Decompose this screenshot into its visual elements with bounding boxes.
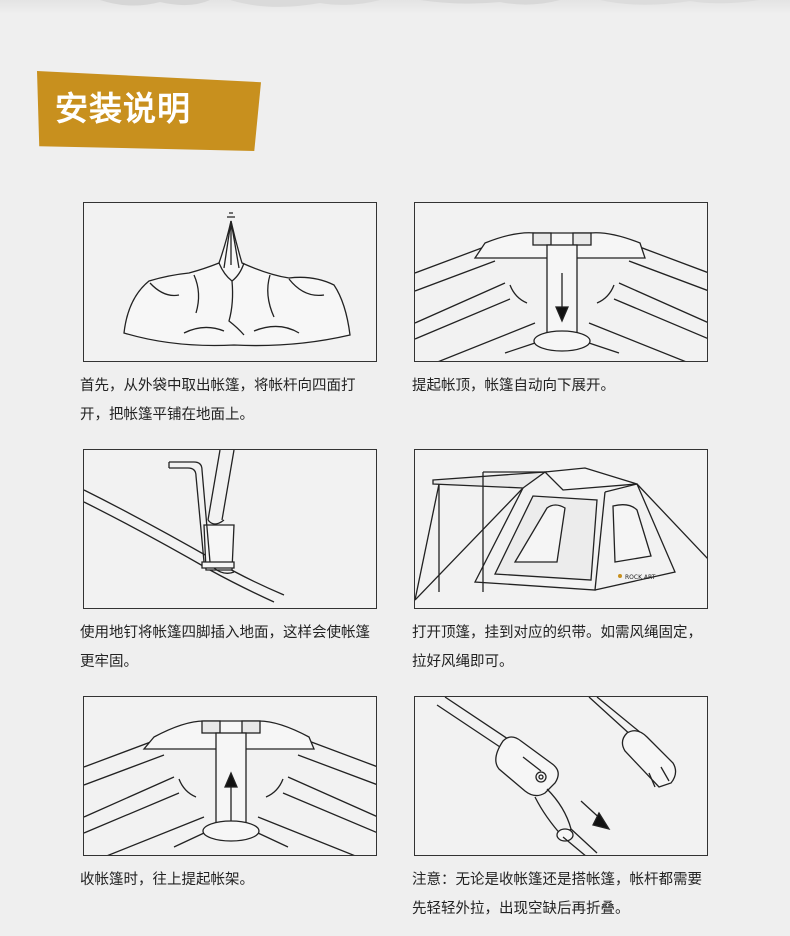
step-3-illustration <box>83 449 377 609</box>
step-3-caption: 使用地钉将帐篷四脚插入地面，这样会使帐篷更牢固。 <box>80 625 370 670</box>
tent-logo: ROCK ART <box>625 574 656 581</box>
step-4-caption: 打开顶篷，挂到对应的织带。如需风绳固定，拉好风绳即可。 <box>412 625 702 670</box>
step-4-illustration: ROCK ART <box>414 449 708 609</box>
step-5-caption: 收帐篷时，往上提起帐架。 <box>80 872 254 888</box>
step-1-caption: 首先，从外袋中取出帐篷，将帐杆向四面打开，把帐篷平铺在地面上。 <box>80 378 356 423</box>
top-decoration <box>0 0 790 14</box>
section-banner <box>37 71 261 151</box>
step-5-illustration <box>83 696 377 856</box>
step-1-illustration <box>83 202 377 362</box>
step-2-caption: 提起帐顶，帐篷自动向下展开。 <box>412 378 615 394</box>
step-6-caption: 注意：无论是收帐篷还是搭帐篷，帐杆都需要先轻轻外拉，出现空缺后再折叠。 <box>412 872 702 917</box>
section-title: 安装说明 <box>55 89 191 128</box>
step-6-illustration <box>414 696 708 856</box>
step-2-illustration <box>414 202 708 362</box>
